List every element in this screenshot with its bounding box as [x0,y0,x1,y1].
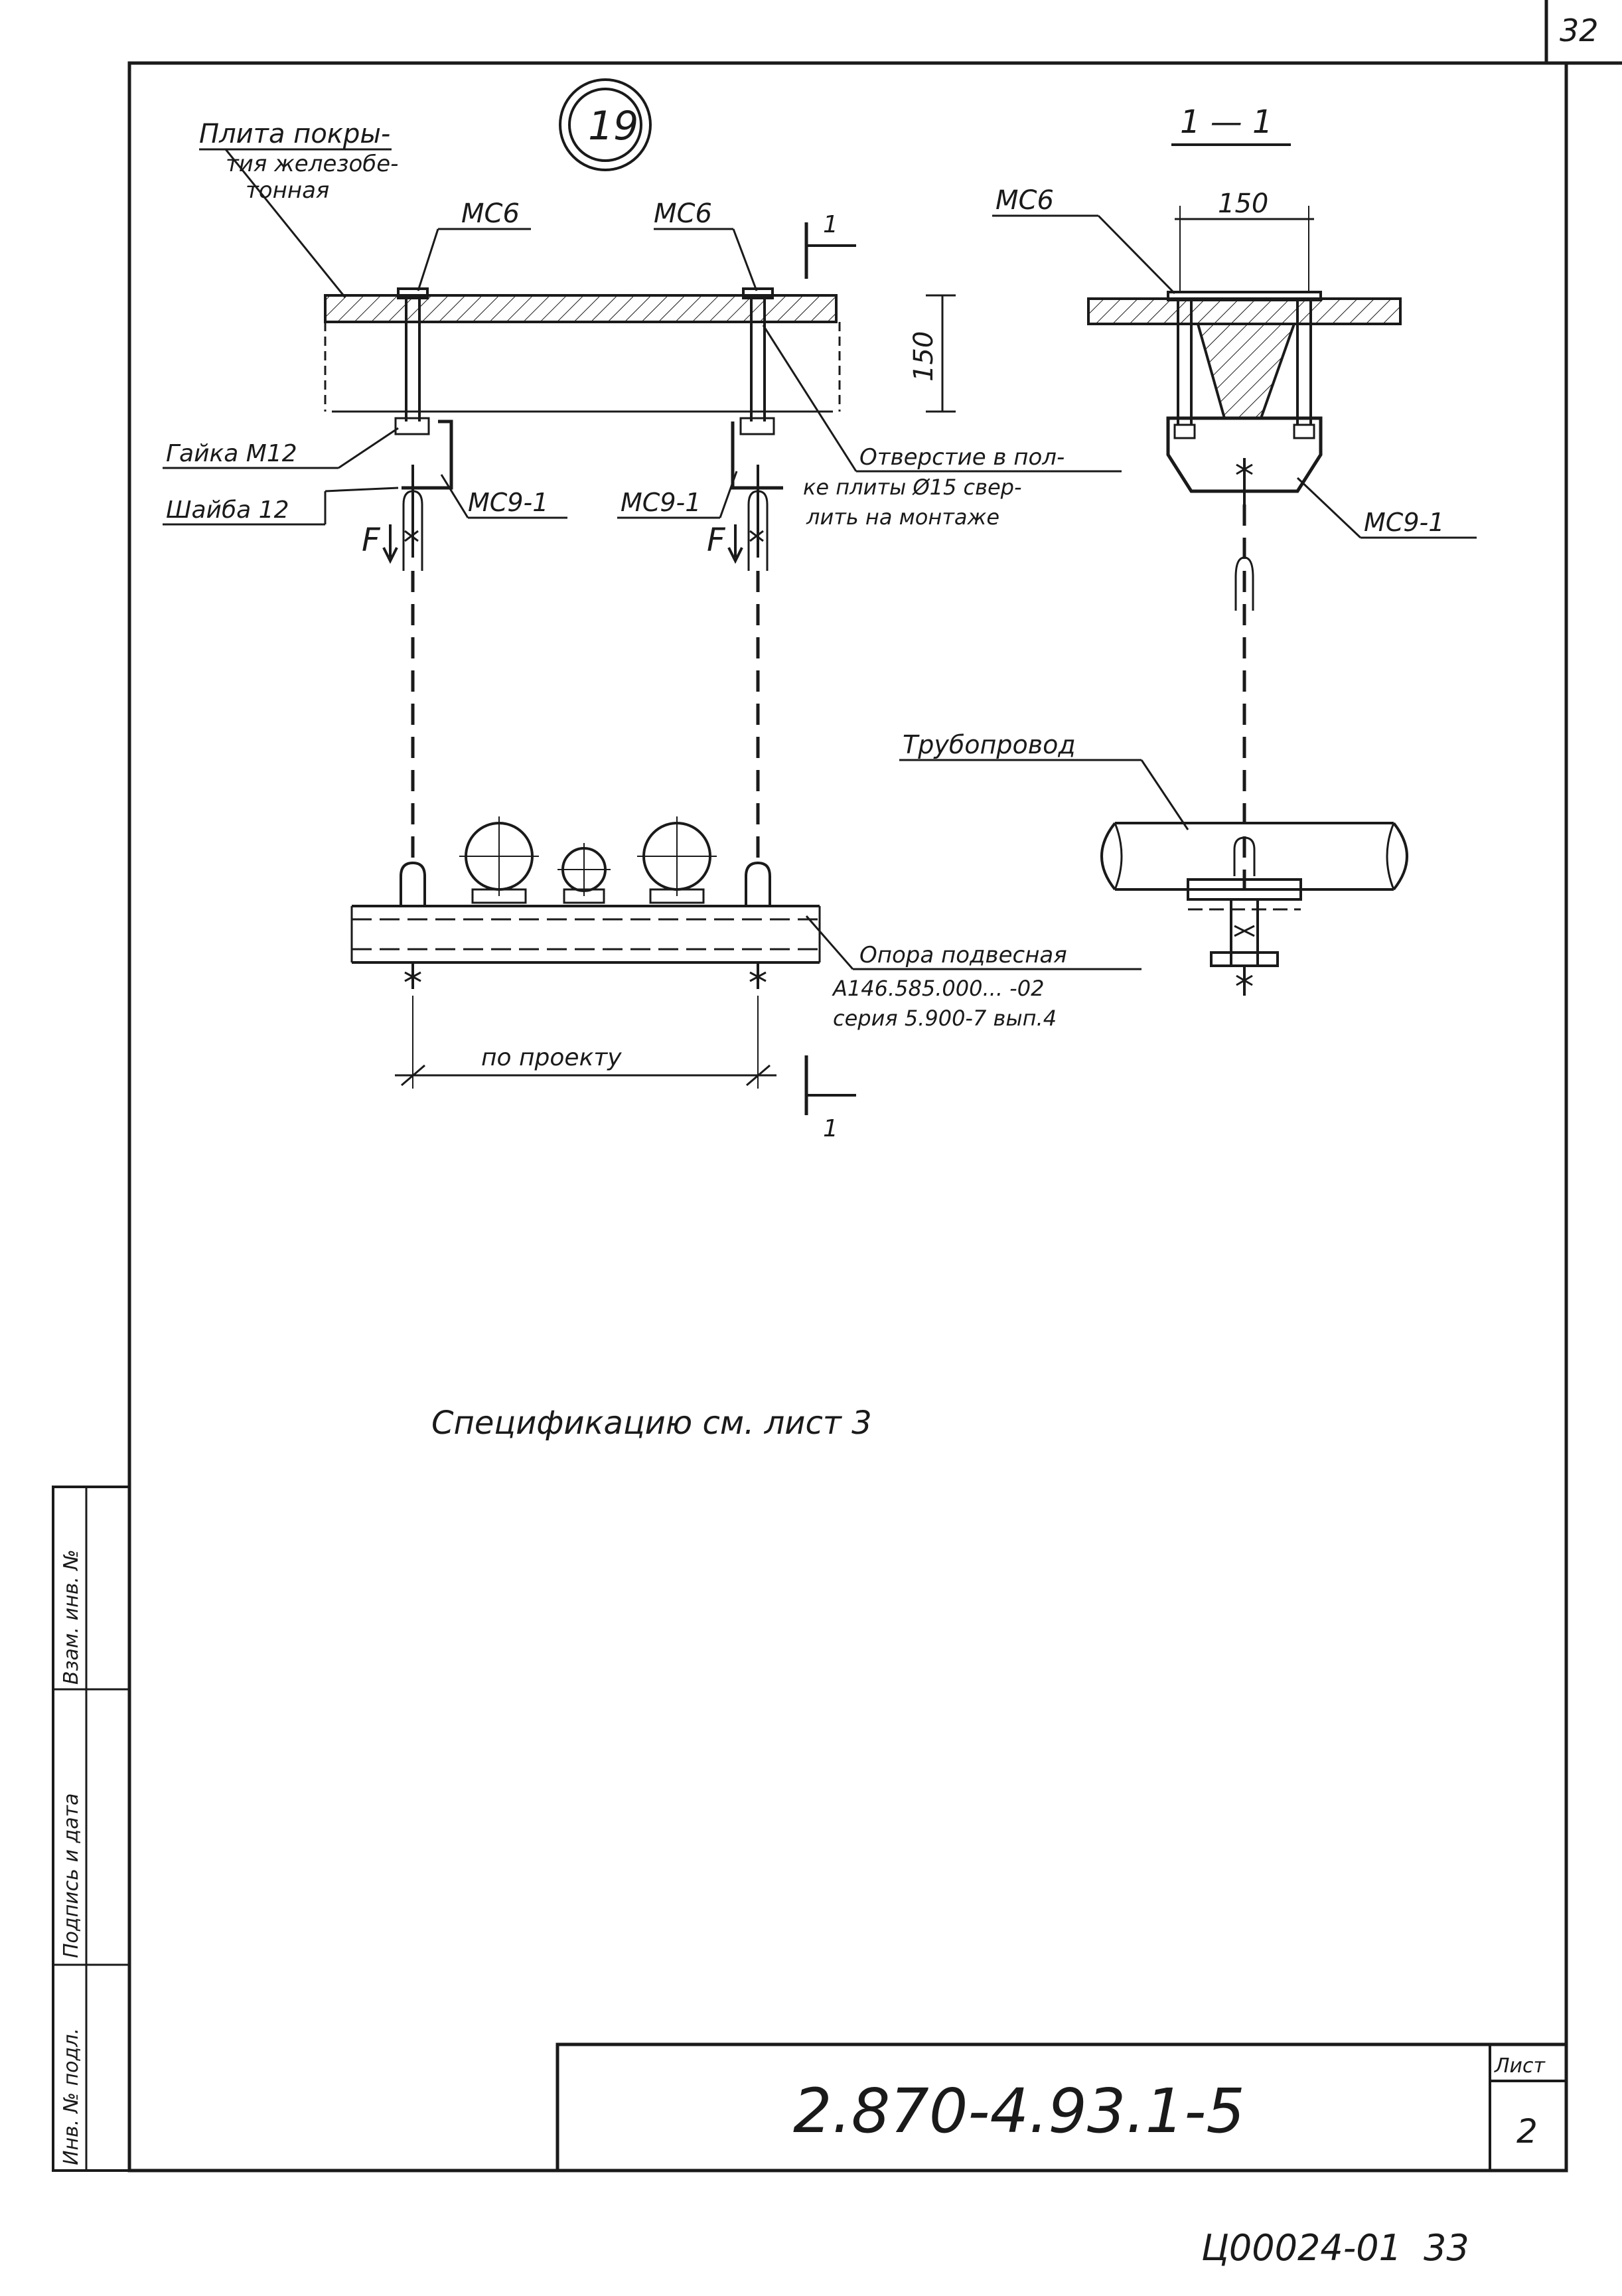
force-arrow-left [382,524,398,564]
label-mc9-left: МС9-1 [468,488,548,517]
label-hole-line2: ке плиты Ø15 свер- [803,475,1022,500]
sheet-list-label: Лист [1494,2054,1546,2078]
section-pipe [1100,822,1408,901]
dim-by-project-label: по проекту [481,1044,622,1071]
title-block [555,2042,1568,2173]
label-mc6-left: МС6 [461,198,520,229]
section-support-detail [1188,898,1301,996]
pipe-small-middle [557,843,611,904]
section-cut-label-top: 1 [823,211,838,238]
section-cut-label-bottom: 1 [823,1115,838,1142]
section-cut-mark-top [804,222,856,279]
label-mc9-middle: МС9-1 [621,488,701,517]
section-cut-mark-bottom [804,1055,856,1115]
section-mc9-bracket [1166,416,1323,889]
left-hanger [394,287,453,863]
label-slab-line3: тонная [246,177,329,204]
label-support-line1: Опора подвесная [859,942,1067,968]
stamp-cell-replace-inv-no: Взам. инв. № [60,1549,83,1685]
label-hole-line3: лить на монтаже [806,504,999,530]
label-support-line3: серия 5.900-7 вып.4 [833,1006,1057,1031]
dim-by-project [395,996,776,1089]
section-title: 1 — 1 [1180,104,1273,141]
dim-150-horizontal: 150 [1218,189,1268,219]
drawing-code: 2.870-4.93.1-5 [793,2076,1245,2147]
label-mc6-middle: МС6 [654,198,712,229]
sheet-list-number: 2 [1516,2112,1538,2151]
label-slab-line2: тия железобе- [226,151,398,177]
pipe-large-right [637,816,717,904]
force-label-left: F [362,522,381,559]
corner-page-number: 32 [1560,13,1599,48]
section-slab [1087,206,1402,425]
force-label-right: F [707,522,726,559]
label-washer: Шайба 12 [166,497,289,524]
stamp-cell-inv-no: Инв. № подл. [60,2028,83,2165]
label-slab-line1: Плита покры- [199,119,390,149]
archive-number: Ц00024-01 [1201,2227,1402,2269]
label-pipeline: Трубопровод [903,730,1076,759]
label-mc6-section: МС6 [995,185,1054,216]
dim-150-vertical: 150 [909,331,939,382]
right-hanger [731,287,783,863]
node-mark-circle [559,78,652,171]
label-mc9-section: МС9-1 [1364,508,1444,537]
sheet-frame [127,0,1622,2173]
node-mark-number: 19 [588,103,638,149]
label-hole-line1: Отверстие в пол- [859,444,1065,471]
pipe-support-beam [350,861,821,989]
force-arrow-right [727,524,743,564]
side-stamp: Инв. № подл. Подпись и дата Взам. инв. № [52,1486,131,2172]
pipe-large-left [459,816,539,904]
leader-lines [163,148,1477,970]
label-support-line2: А146.585.000... -02 [832,976,1044,1001]
spec-note: Спецификацию см. лист 3 [431,1405,872,1442]
label-nut: Гайка М12 [166,440,297,467]
stamp-cell-signature-date: Подпись и дата [60,1794,83,1959]
archive-page: 33 [1424,2227,1469,2269]
